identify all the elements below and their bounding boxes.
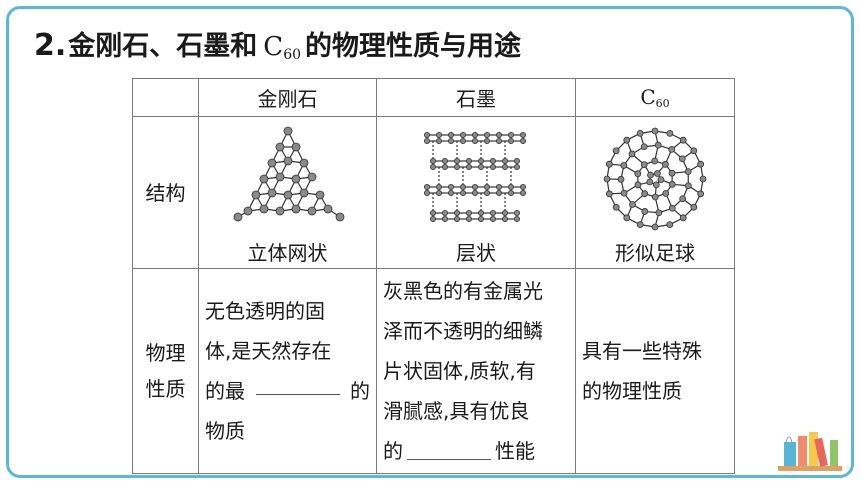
- property-label: 物理 性质: [132, 268, 199, 474]
- diamond-structure-cell: 立体网状: [198, 116, 377, 269]
- header-graphite: 石墨: [376, 78, 576, 117]
- structure-row: 结构 立体网状 层状 形似足球: [132, 116, 735, 269]
- diamond-property-cell: 无色透明的固 体,是天然存在 的最的 物质: [198, 268, 377, 474]
- graphite-property-cell: 灰黑色的有金属光 泽而不透明的细鳞 片状固体,质软,有 滑腻感,具有优良 的性能: [376, 268, 576, 474]
- header-diamond: 金刚石: [198, 78, 377, 117]
- answer-blank-graphite[interactable]: [407, 436, 491, 460]
- graphite-structure-image: [424, 132, 527, 223]
- title-formula: C60: [263, 32, 302, 63]
- property-row: 物理 性质 无色透明的固 体,是天然存在 的最的 物质 灰黑色的有金属光 泽而不…: [132, 268, 735, 474]
- c60-caption: 形似足球: [615, 241, 695, 265]
- c60-structure-image: [603, 127, 707, 231]
- title-text: 金刚石、石墨和: [68, 31, 258, 62]
- graphite-structure-cell: 层状: [376, 116, 576, 269]
- title-text-after: 的物理性质与用途: [305, 31, 522, 62]
- header-row: 金刚石 石墨 C60: [132, 78, 735, 117]
- structure-label: 结构: [132, 116, 199, 269]
- diamond-caption: 立体网状: [247, 241, 328, 265]
- c60-property-cell: 具有一些特殊 的物理性质: [575, 268, 735, 474]
- answer-blank-diamond[interactable]: [255, 371, 340, 395]
- graphite-caption: 层状: [456, 241, 496, 265]
- page-title: 2. 金刚石、石墨和 C60 的物理性质与用途: [34, 24, 521, 68]
- bookshelf-icon: [778, 432, 842, 471]
- diamond-structure-image: [233, 126, 344, 222]
- header-c60: C60: [575, 78, 735, 117]
- c60-structure-cell: 形似足球: [575, 116, 735, 269]
- question-number: 2.: [34, 28, 67, 63]
- properties-table: 金刚石 石墨 C60 结构 立体网状 层状 形似足球 物理 性质 无色透明的固 …: [132, 78, 735, 474]
- header-empty: [132, 78, 199, 117]
